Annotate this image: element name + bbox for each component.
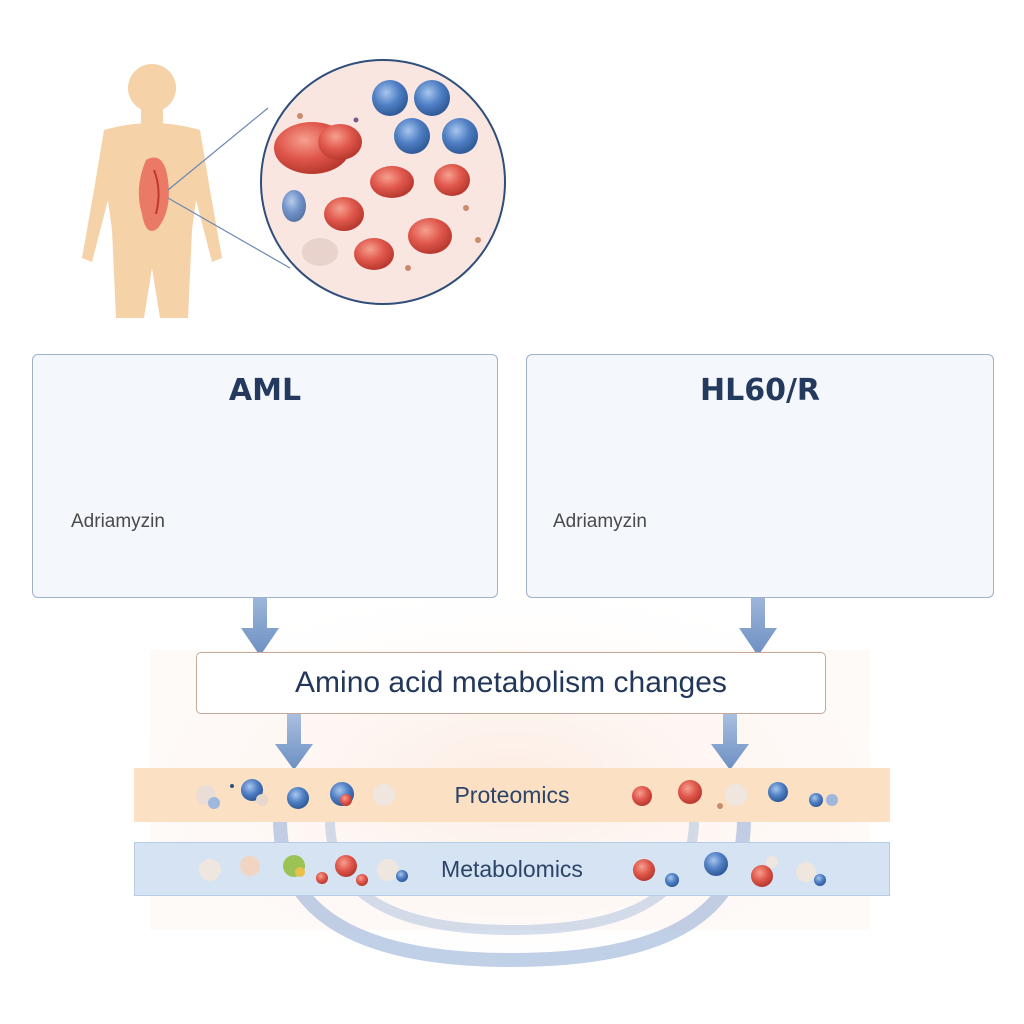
amino-acid-metabolism-label: Amino acid metabolism changes bbox=[295, 666, 727, 699]
red-cell bbox=[370, 166, 414, 198]
red-cell bbox=[408, 218, 452, 254]
down-arrow-left-panel bbox=[241, 584, 279, 656]
proteomics-molecules-right bbox=[632, 780, 838, 809]
hl60r-drug-label: Adriamyzin bbox=[553, 511, 647, 532]
proteomics-label: Proteomics bbox=[454, 781, 570, 808]
aml-drug-label: Adriamyzin bbox=[71, 511, 165, 532]
metabolomics-molecules-right bbox=[633, 852, 826, 887]
magnified-cells-view bbox=[260, 59, 506, 305]
proteomics-molecules-left bbox=[196, 779, 395, 809]
metabolomics-label: Metabolomics bbox=[441, 855, 583, 882]
metabolomics-molecules-left bbox=[199, 855, 408, 886]
down-arrow-right-panel bbox=[739, 584, 777, 656]
red-cell bbox=[324, 197, 364, 231]
down-arrow-right-omics bbox=[711, 714, 749, 770]
amino-acid-metabolism-box: Amino acid metabolism changes bbox=[196, 652, 826, 714]
aml-panel-title: AML bbox=[228, 373, 302, 408]
blue-cell bbox=[394, 118, 430, 154]
blue-cell bbox=[372, 80, 408, 116]
red-cell bbox=[354, 238, 394, 270]
aml-panel: AML Adriamyzin bbox=[32, 354, 498, 598]
metabolomics-band: Metabolomics bbox=[134, 842, 890, 896]
cell-debris bbox=[302, 238, 338, 266]
blue-cell bbox=[442, 118, 478, 154]
blue-cell bbox=[282, 190, 306, 222]
organ-highlight bbox=[138, 157, 169, 231]
blue-cell bbox=[414, 80, 450, 116]
red-cell bbox=[318, 124, 362, 160]
human-body-figure bbox=[82, 64, 291, 318]
hl60r-panel: HL60/R Adriamyzin bbox=[526, 354, 994, 598]
down-arrow-left-omics bbox=[275, 714, 313, 770]
hl60r-panel-title: HL60/R bbox=[699, 373, 821, 408]
red-cell bbox=[434, 164, 470, 196]
flow-arrows bbox=[241, 584, 777, 770]
